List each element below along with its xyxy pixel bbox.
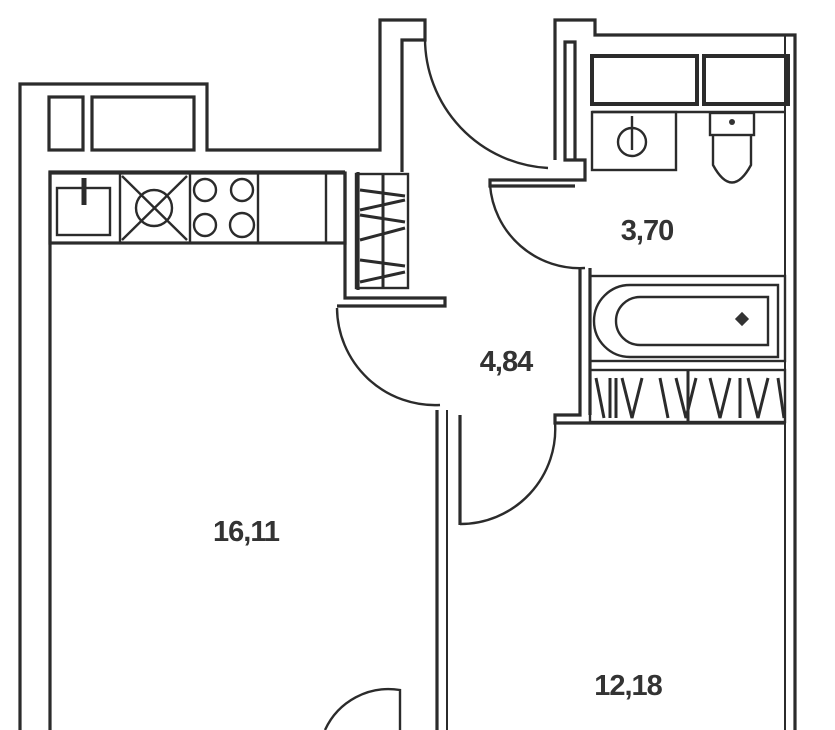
room-area-bathroom: 3,70 xyxy=(621,215,673,247)
washbasin-icon xyxy=(590,110,678,172)
room-area-living-room: 16,11 xyxy=(213,516,280,548)
bathroom-door-icon xyxy=(488,184,586,270)
room-area-bedroom: 12,18 xyxy=(594,670,662,702)
balcony-door-icon xyxy=(323,687,402,730)
bathtub-icon xyxy=(588,274,787,363)
windows xyxy=(47,54,790,152)
bedroom-door-icon xyxy=(459,421,557,526)
toilet-icon xyxy=(708,111,756,184)
kitchen-counter xyxy=(48,171,410,290)
living-room-door-icon xyxy=(335,307,441,407)
wardrobe-icon xyxy=(354,172,410,290)
walls xyxy=(18,18,797,730)
bathroom-fixtures xyxy=(588,110,787,424)
hood-icon xyxy=(118,173,192,243)
stove-icon xyxy=(192,173,260,243)
bathroom-wardrobe-icon xyxy=(588,368,787,424)
entrance-door-icon xyxy=(423,37,549,170)
room-area-hallway: 4,84 xyxy=(480,346,533,378)
doors xyxy=(323,37,586,730)
